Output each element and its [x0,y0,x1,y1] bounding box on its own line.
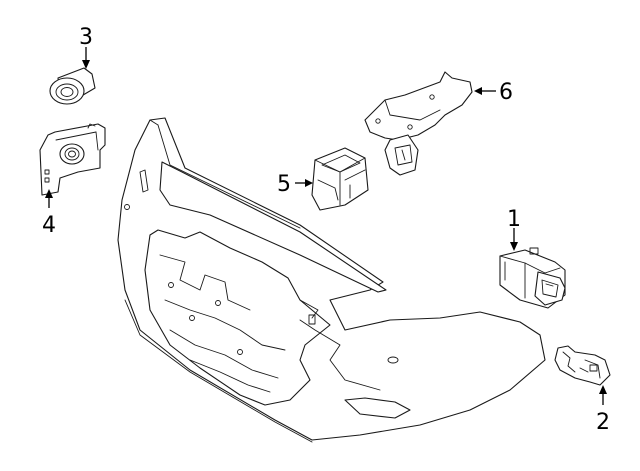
bumper-cover [117,117,546,443]
callout-6: 6 [499,80,513,105]
part-1-sensor-connector [499,247,566,309]
part-5-sensor-unit [311,147,369,211]
callout-arrows [45,47,607,405]
part-2-bracket [554,345,611,386]
callout-1: 1 [507,207,521,232]
callout-2: 2 [596,410,610,435]
part-6-mounting-bracket [364,71,473,176]
part-4-sensor-bracket [39,123,106,196]
part-3-parking-sensor [49,67,96,105]
callout-5: 5 [277,172,291,197]
callout-3: 3 [79,25,93,50]
callout-4: 4 [42,213,56,238]
